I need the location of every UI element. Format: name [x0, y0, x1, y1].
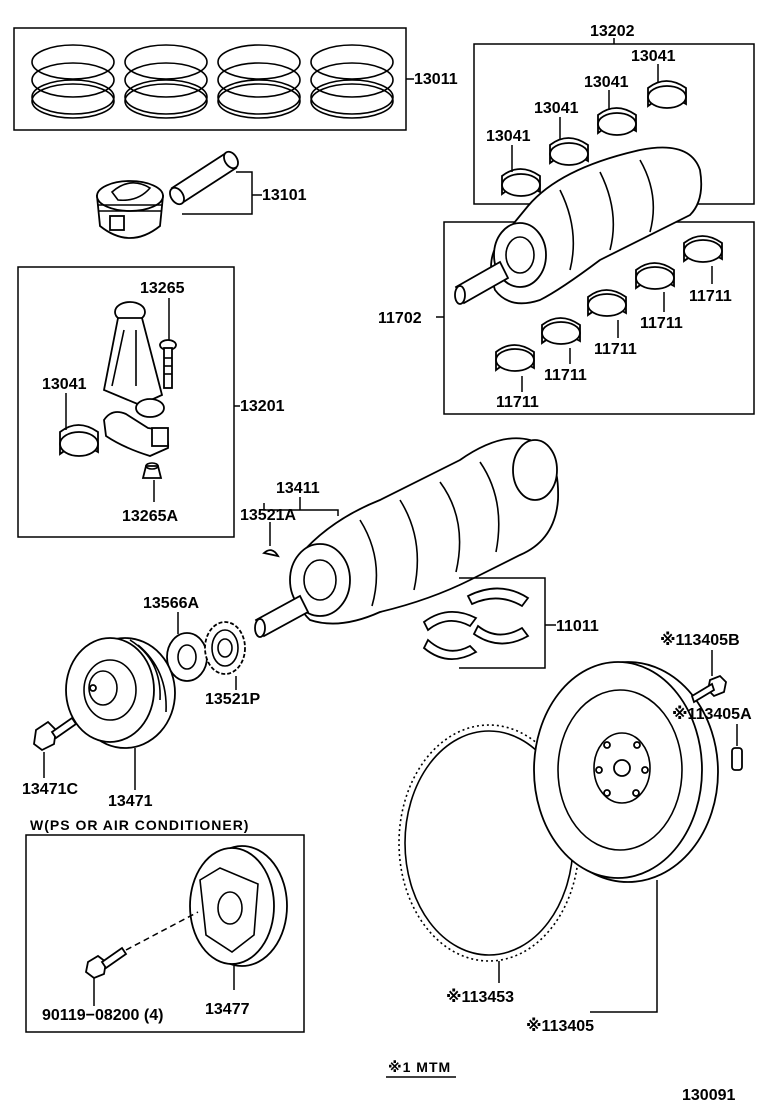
- label-piston-rings: 13011: [414, 71, 458, 88]
- piston-pin-icon: [169, 150, 239, 206]
- label-flywheel-bolt: ※113405B: [660, 631, 740, 649]
- crank-pulley-icon: [65, 637, 176, 749]
- ps-pulley-group: W(PS OR AIR CONDITIONER) 90119−08200 (4)…: [25, 817, 305, 1033]
- label-thrust-washer: 11011: [556, 618, 599, 635]
- piston-ring-3-icon: [217, 44, 301, 119]
- label-lower-bearing-4: 11711: [640, 315, 683, 332]
- label-piston: 13101: [262, 187, 307, 204]
- conrod-nut-icon: [141, 462, 163, 479]
- thrust-washer-4-icon: [472, 624, 530, 645]
- ps-pulley-box: [25, 834, 305, 1033]
- thrust-washer-1-icon: [422, 611, 478, 632]
- conrod-cap-icon: [103, 411, 170, 457]
- label-conrod-assy: 13201: [240, 398, 285, 415]
- label-timing-gear: 13521P: [205, 691, 260, 708]
- crank-pulley-group: 13471C 13471: [22, 637, 176, 810]
- label-upper-bearing-3: 13041: [584, 74, 629, 91]
- label-crank-pulley: 13471: [108, 793, 153, 810]
- conrod-box: [17, 266, 235, 538]
- crankshaft-group: 13411 13521A: [240, 437, 559, 638]
- upper-bearing-3-icon: [597, 107, 637, 136]
- conrod-bearing-icon: [59, 424, 99, 457]
- upper-bearing-1-icon: [501, 168, 541, 197]
- label-upper-bearing-2: 13041: [534, 100, 579, 117]
- crank-bearing-set-group: 13202 13041 13041 13041 13041: [473, 23, 755, 205]
- footer-notes: ※1 MTM 130091: [386, 1059, 735, 1104]
- crankshaft-assy-group: 11702 11711 11711 11711 11711 11711: [378, 146, 755, 415]
- piston-group: 13101: [96, 150, 307, 239]
- piston-icon: [96, 180, 164, 239]
- label-upper-bearing-4: 13041: [631, 48, 676, 65]
- label-lower-bearing-3: 11711: [594, 341, 637, 358]
- ps-pulley-icon: [189, 845, 288, 967]
- upper-bearing-4-icon: [647, 80, 687, 109]
- ps-caption: W(PS OR AIR CONDITIONER): [30, 817, 249, 833]
- lower-bearing-4-icon: [635, 262, 675, 290]
- diagram-number: 130091: [682, 1087, 735, 1104]
- timing-gear-icon: [204, 621, 246, 675]
- piston-ring-2-icon: [124, 44, 208, 119]
- label-pulley-bolt: 13471C: [22, 781, 78, 798]
- label-crankshaft-assy: 11702: [378, 310, 422, 327]
- connecting-rod-icon: [102, 301, 165, 418]
- piston-rings-group: 13011: [13, 27, 458, 131]
- piston-ring-1-icon: [31, 44, 115, 119]
- label-conrod-bolt: 13265: [140, 280, 185, 297]
- label-flywheel-pin: ※113405A: [672, 705, 752, 723]
- label-lower-bearing-5: 11711: [689, 288, 732, 305]
- conrod-bolt-icon: [159, 339, 177, 389]
- label-ring-gear: ※113453: [446, 988, 514, 1006]
- thrust-washer-3-icon: [422, 638, 478, 660]
- ps-bolt-icon: [85, 946, 128, 980]
- label-lower-bearing-2: 11711: [544, 367, 587, 384]
- lower-bearing-2-icon: [541, 317, 581, 345]
- lower-bearing-3-icon: [587, 289, 627, 317]
- flywheel-icon: [533, 661, 719, 883]
- mtm-note: ※1 MTM: [388, 1059, 451, 1075]
- label-crankshaft: 13411: [276, 480, 320, 497]
- flywheel-pin-icon: [731, 747, 743, 771]
- label-ps-pulley: 13477: [205, 1001, 250, 1018]
- label-crankshaft-key: 13521A: [240, 507, 296, 524]
- lower-bearing-5-icon: [683, 235, 723, 263]
- thrust-washer-2-icon: [466, 587, 530, 608]
- label-upper-bearing-1: 13041: [486, 128, 531, 145]
- pulley-washer-icon: [166, 632, 208, 682]
- upper-bearing-2-icon: [549, 137, 589, 166]
- thrust-washer-group: 11011: [422, 577, 599, 669]
- crankshaft-assy-icon: [454, 146, 703, 305]
- flywheel-group: ※113405B ※113405A ※113453 ※113405: [398, 631, 752, 1035]
- lower-bearing-1-icon: [495, 344, 535, 372]
- crankshaft-key-icon: [262, 549, 280, 558]
- flywheel-bolt-icon: [690, 674, 727, 704]
- label-conrod-nut: 13265A: [122, 508, 178, 525]
- front-gear-group: 13566A 13521P: [143, 595, 260, 708]
- pulley-bolt-icon: [33, 716, 78, 752]
- label-conrod-bearing: 13041: [42, 376, 87, 393]
- label-crank-bearing-set: 13202: [590, 23, 635, 40]
- crankshaft-icon: [254, 437, 559, 638]
- piston-ring-4-icon: [310, 44, 394, 119]
- label-flywheel: ※113405: [526, 1017, 594, 1035]
- conrod-group: 13265 13041 13265A 13201: [17, 266, 285, 538]
- label-pulley-washer: 13566A: [143, 595, 199, 612]
- label-ps-bolt: 90119−08200 (4): [42, 1007, 163, 1024]
- label-lower-bearing-1: 11711: [496, 394, 539, 411]
